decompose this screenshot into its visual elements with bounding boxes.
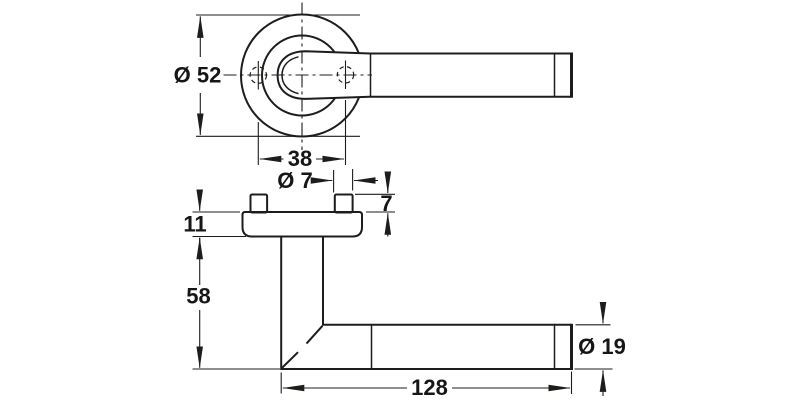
dim-rose-diameter-label: Ø 52 <box>174 63 222 88</box>
dim-hole-spacing-label: 38 <box>288 146 312 171</box>
dim-handle-projection: 58 <box>186 237 280 370</box>
dim-handle-projection-label: 58 <box>186 284 210 309</box>
screw-post-right <box>333 193 354 214</box>
dim-lever-length-label: 128 <box>411 375 448 400</box>
front-view: Ø 52 38 <box>174 2 573 171</box>
miter-line-inner <box>305 325 324 345</box>
dim-hole-spacing: 38 <box>257 100 347 171</box>
dim-lever-diameter-label: Ø 19 <box>578 334 626 359</box>
miter-line-outer <box>281 351 299 369</box>
dim-rose-diameter: Ø 52 <box>174 14 360 137</box>
dim-post-diameter: Ø 7 <box>277 168 378 193</box>
dim-post-height: 7 <box>355 171 395 237</box>
side-view: Ø 7 7 11 58 <box>183 168 625 400</box>
handle-inner-edge <box>322 236 572 326</box>
dim-lever-diameter: Ø 19 <box>574 301 626 396</box>
screw-post-left <box>249 193 269 214</box>
dim-post-height-label: 7 <box>380 191 392 216</box>
lever-top-view-bar <box>369 52 573 98</box>
dim-lever-length: 128 <box>280 371 573 400</box>
rose-plate-profile <box>241 211 363 238</box>
handle-outer-edge <box>280 236 572 370</box>
lever-top-view-fill <box>277 51 572 99</box>
dim-rose-thickness: 11 <box>183 189 246 260</box>
dim-post-diameter-label: Ø 7 <box>277 168 312 193</box>
handle-profile <box>280 236 573 370</box>
dim-rose-thickness-label: 11 <box>183 212 206 237</box>
